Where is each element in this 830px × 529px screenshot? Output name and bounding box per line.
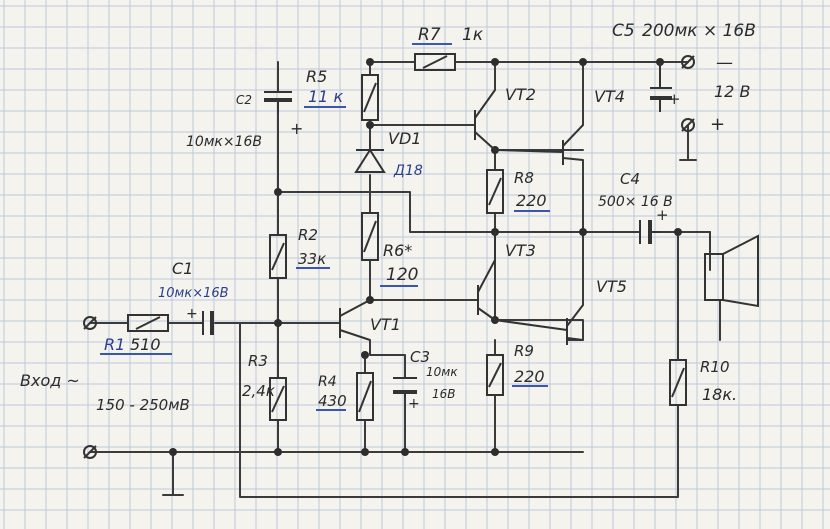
c2-plus: + [290,119,303,138]
vt3-symbol [477,232,496,321]
vt5-symbol [494,304,584,345]
r4-ref: R4 [318,374,337,390]
c2-symbol [264,91,292,113]
c5-value: 200мк × 16В [642,21,756,41]
capacitors [200,62,672,398]
vt3-ref: VT3 [505,241,536,260]
vd1-diode-symbol [354,140,386,173]
r6-symbol [361,212,379,261]
r4-symbol [356,372,374,421]
c3-ref: C3 [410,348,430,366]
c5-ref: C5 [612,21,635,41]
c3-value: 10мк [426,365,458,379]
c2-value: 10мк×16В [186,134,262,150]
input-level: 150 - 250мВ [96,396,190,414]
vt2-symbol [474,89,496,151]
terminals [83,55,695,459]
c4-ref: C4 [620,170,640,188]
c3-plus: + [408,396,420,412]
supply-voltage: 12 В [714,82,750,101]
r10-ref: R10 [700,358,730,376]
r8-value: 220 [516,191,547,210]
r1-symbol [127,314,169,332]
supply-plus: + [710,114,725,135]
r6-value: 120 [386,265,418,285]
r7-symbol [414,53,456,71]
c1-ref: C1 [172,259,193,278]
transistors [339,89,584,345]
c5-plus: + [668,90,681,108]
r1-ref: R1 [104,335,125,354]
r2-value: 33к [298,250,326,268]
r5-value: 11 к [308,87,343,106]
c3-voltage: 16В [432,387,456,401]
c1-value: 10мк×16В [158,286,229,301]
r3-ref: R3 [248,352,268,370]
vt1-symbol [339,299,371,341]
vt5-ref: VT5 [596,277,627,296]
c4-plus: + [656,206,669,224]
r10-value: 18к. [702,385,737,404]
r2-symbol [269,234,287,279]
r3-value: 2,4к [242,382,275,400]
r8-ref: R8 [514,169,534,187]
r2-ref: R2 [298,226,318,244]
junction-dots [169,58,682,456]
vt1-ref: VT1 [370,315,401,334]
vt2-ref: VT2 [505,85,536,104]
r7-value: 1к [462,25,484,45]
vd1-ref: VD1 [388,129,421,148]
resistor-bodies [127,53,687,421]
r4-value: 430 [318,392,347,410]
r9-value: 220 [514,367,545,386]
speaker-icon [704,234,759,308]
vd1-type: Д18 [393,163,423,179]
r8-symbol [486,169,504,214]
c4-symbol [639,220,660,244]
r5-symbol [361,74,379,121]
c4-value: 500× 16 В [598,194,673,210]
c3-symbol [393,377,417,398]
vt4-symbol [494,124,584,165]
c1-plus: + [186,306,198,322]
r1-value: 510 [130,335,161,354]
c1-symbol [200,311,214,335]
c5-symbol [650,62,672,112]
vt4-ref: VT4 [594,87,625,106]
r3-symbol [269,377,287,421]
r5-ref: R5 [306,67,327,86]
c2-ref: C2 [236,93,252,107]
input-label: Вход ~ [20,371,80,390]
supply-minus: — [716,53,733,73]
r10-symbol [669,359,687,406]
labels: R7 1к C5 200мк × 16В + — 12 В + R5 11 к … [20,21,756,414]
r6-ref: R6* [383,241,412,260]
r9-ref: R9 [514,342,534,360]
r9-symbol [486,354,504,396]
r7-ref: R7 [418,25,441,45]
